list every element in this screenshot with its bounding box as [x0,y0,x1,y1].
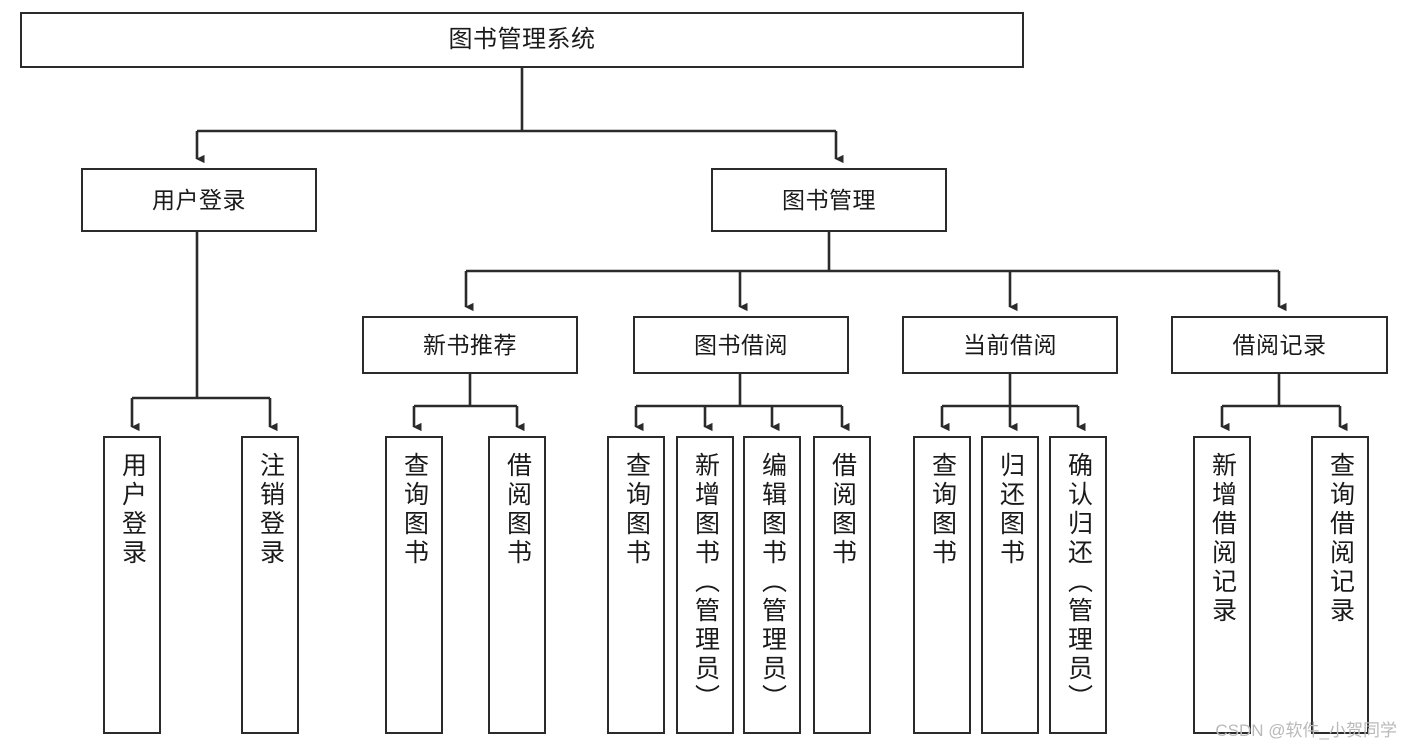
node-label: 借阅图书 [828,452,857,568]
node-root[interactable]: 图书管理系统 [20,12,1024,68]
node-leaf-query-book-borrow[interactable]: 查询图书 [607,436,665,734]
node-label: 图书管理 [782,186,876,213]
node-label: 归还图书 [996,452,1025,568]
node-book-borrow[interactable]: 图书借阅 [633,316,849,374]
node-label: 新增借阅记录 [1208,452,1237,626]
node-label: 用户登录 [152,186,246,213]
node-leaf-borrow-book[interactable]: 借阅图书 [813,436,871,734]
node-leaf-query-book-recommend[interactable]: 查询图书 [385,436,443,734]
node-leaf-add-book[interactable]: 新增图书（管理员） [676,436,734,734]
node-book-manage[interactable]: 图书管理 [711,168,947,232]
node-leaf-edit-book[interactable]: 编辑图书（管理员） [743,436,801,734]
node-label: 用户登录 [118,452,147,568]
node-label: 注销登录 [256,452,285,568]
node-leaf-borrow-book-recommend[interactable]: 借阅图书 [488,436,546,734]
node-leaf-return-book[interactable]: 归还图书 [981,436,1039,734]
node-current-borrow[interactable]: 当前借阅 [902,316,1118,374]
node-label: 图书借阅 [694,331,788,358]
node-label: 新书推荐 [423,331,517,358]
node-user-login[interactable]: 用户登录 [81,168,317,232]
node-label: 借阅记录 [1232,331,1327,358]
node-leaf-add-borrow-record[interactable]: 新增借阅记录 [1193,436,1251,734]
node-label: 编辑图书（管理员） [758,452,787,713]
node-label: 查询图书 [928,452,957,568]
node-new-book-recommend[interactable]: 新书推荐 [362,316,578,374]
node-label: 当前借阅 [963,331,1057,358]
node-label: 确认归还（管理员） [1064,452,1093,713]
node-label: 查询图书 [622,452,651,568]
node-label: 图书管理系统 [448,26,596,54]
node-label: 借阅图书 [503,452,532,568]
node-leaf-query-book-current[interactable]: 查询图书 [913,436,971,734]
node-label: 新增图书（管理员） [691,452,720,713]
node-leaf-user-logout[interactable]: 注销登录 [241,436,299,734]
node-borrow-record[interactable]: 借阅记录 [1171,316,1388,374]
csdn-watermark: CSDN @软件_小贺同学 [1215,721,1397,740]
node-leaf-query-borrow-record[interactable]: 查询借阅记录 [1311,436,1369,734]
node-label: 查询借阅记录 [1326,452,1355,626]
node-leaf-confirm-return[interactable]: 确认归还（管理员） [1049,436,1107,734]
node-label: 查询图书 [400,452,429,568]
node-leaf-user-login[interactable]: 用户登录 [103,436,161,734]
